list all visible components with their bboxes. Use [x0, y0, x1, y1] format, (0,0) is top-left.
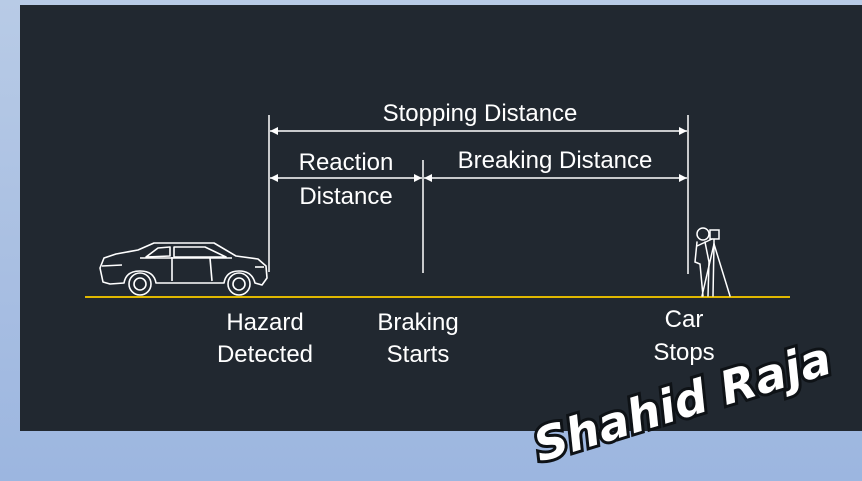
car-icon [99, 242, 268, 296]
stopping-distance-label: Stopping Distance [383, 100, 578, 127]
hazard-label-line1: Hazard [226, 309, 303, 336]
car-stops-label-line2: Stops [653, 339, 714, 366]
reaction-distance-label-line2: Distance [299, 183, 392, 210]
surveyor-icon [694, 227, 731, 297]
braking-label-line1: Braking [377, 309, 458, 336]
breaking-distance-label: Breaking Distance [458, 147, 653, 174]
hazard-label-line2: Detected [217, 341, 313, 368]
diagram-panel [20, 5, 862, 431]
reaction-distance-label-line1: Reaction [299, 149, 394, 176]
car-stops-label-line1: Car [665, 306, 704, 333]
braking-label-line2: Starts [387, 341, 450, 368]
